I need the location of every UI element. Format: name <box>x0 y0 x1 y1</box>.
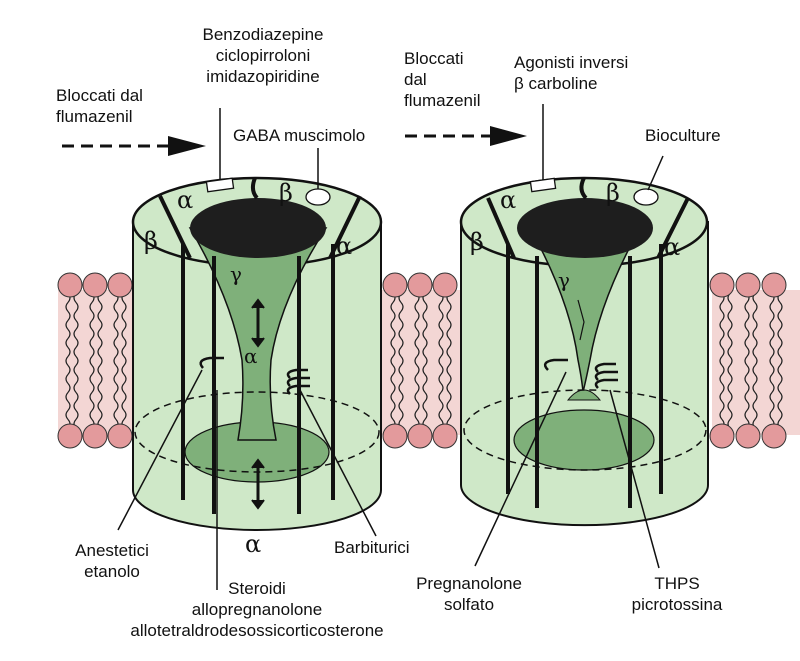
flumazenil-note-right-line2: dal <box>404 70 427 89</box>
benzodiazepine-site-label: Benzodiazepine ciclopirroloni imidazopir… <box>203 24 324 87</box>
subunit-alpha-right-right: α <box>664 233 681 261</box>
flumazenil-note-right: Bloccati dal flumazenil <box>404 48 481 111</box>
subunit-alpha-top-left: α <box>177 186 194 214</box>
flumazenil-note-right-line1: Bloccati <box>404 49 464 68</box>
subunit-beta-top-left: β <box>279 179 293 207</box>
benzodiazepine-line1: Benzodiazepine <box>202 25 324 44</box>
thps-line1: THPS <box>654 574 700 593</box>
steroids-line1: Steroidi <box>228 579 286 598</box>
subunit-alpha-bottom-left: α <box>245 530 262 558</box>
leader-lines <box>117 104 664 590</box>
membrane-left <box>57 272 140 449</box>
bicuculline-site-label: Bioculture <box>645 126 721 145</box>
flumazenil-note-left-line2: flumazenil <box>56 107 133 126</box>
membrane-right <box>709 272 800 449</box>
pregnanolone-label: Pregnanolone solfato <box>416 573 522 615</box>
receptor-channel-right <box>459 176 709 527</box>
inverse-agonists-line1: Agonisti inversi <box>514 53 629 72</box>
membrane-middle <box>382 272 462 449</box>
receptor-channel-left <box>131 176 383 531</box>
subunit-gamma-right: γ <box>558 268 570 292</box>
subunit-beta-left: β <box>144 227 158 255</box>
dashed-arrow-left <box>62 136 206 156</box>
thps-label: THPS picrotossina <box>632 573 723 615</box>
steroids-line3: allotetraldrodesossicorticosterone <box>130 621 384 640</box>
pregnanolone-line2: solfato <box>443 595 495 614</box>
anesthetics-line1: Anestetici <box>75 541 149 560</box>
subunit-alpha-top-right: α <box>500 186 517 214</box>
anesthetics-label: Anestetici etanolo <box>75 540 149 582</box>
subunit-beta-top-right: β <box>606 179 620 207</box>
inverse-agonists-label: Agonisti inversi β carboline <box>514 52 628 94</box>
flumazenil-note-left: Bloccati dal flumazenil <box>56 85 143 127</box>
pregnanolone-line1: Pregnanolone <box>416 574 522 593</box>
subunit-alpha-right-left: α <box>336 232 353 260</box>
subunit-beta-right: β <box>470 228 484 256</box>
benzodiazepine-line3: imidazopiridine <box>206 67 320 86</box>
subunit-gamma-left: γ <box>230 262 242 286</box>
steroids-label: Steroidi allopregnanolone allotetraldrod… <box>130 578 383 641</box>
flumazenil-note-right-line3: flumazenil <box>404 91 481 110</box>
anesthetics-line2: etanolo <box>84 562 140 581</box>
dashed-arrow-right <box>405 126 527 146</box>
gaba-site-label: GABA muscimolo <box>233 126 366 145</box>
thps-line2: picrotossina <box>631 595 723 614</box>
flumazenil-note-left-line1: Bloccati dal <box>56 86 143 105</box>
subunit-alpha-inner-left: α <box>244 344 258 368</box>
barbiturates-label: Barbiturici <box>334 538 410 557</box>
steroids-line2: allopregnanolone <box>191 600 323 619</box>
benzodiazepine-line2: ciclopirroloni <box>215 46 311 65</box>
inverse-agonists-line2: β carboline <box>514 74 598 93</box>
